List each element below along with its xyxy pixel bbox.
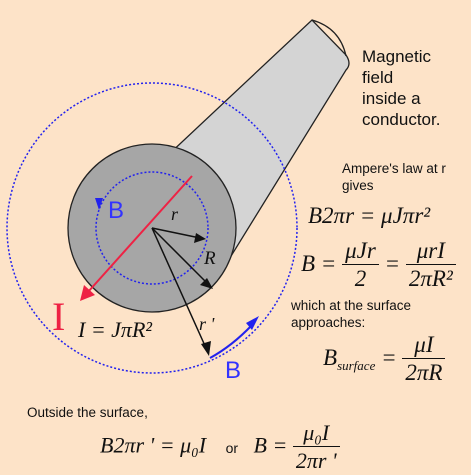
outer-field-arc [209, 324, 253, 359]
b-surface-numerator: μI [402, 332, 446, 359]
caption-line-1: Magnetic [362, 47, 431, 66]
b-surface-equation: Bsurface = μI 2πR [323, 332, 446, 387]
ampere-equation: B2πr = μJπr² [308, 203, 430, 229]
radius-r-prime-line [151, 227, 207, 349]
b-outside-denominator: 2πr ' [295, 448, 337, 473]
outer-field-line [6, 82, 298, 374]
b-outside-equation: B2πr ' = μ₀I or B = μ₀I 2πr ' [100, 420, 340, 475]
b-inside-equation: B = μJr 2 = μrI 2πR² [301, 238, 456, 293]
current-big-I-label: I [52, 294, 65, 339]
outer-field-label: B [225, 357, 241, 384]
caption-line-2: field [362, 68, 394, 87]
b-inside-fraction-2: μrI 2πR² [405, 238, 456, 293]
ampere-equation-text: B2πr = μJπr² [308, 203, 431, 228]
fraction-2-denominator: 2πR² [408, 266, 453, 291]
b-outside-fraction: μ₀I 2πr ' [292, 420, 340, 475]
outside-note: Outside the surface, [27, 405, 148, 420]
caption-line-4: conductor. [362, 110, 441, 129]
b-surface-fraction: μI 2πR [402, 332, 446, 387]
outer-field-arrowhead [246, 316, 259, 330]
b-surface-equals: = [381, 344, 397, 370]
cylinder-back-edge [311, 19, 347, 57]
b-outside-lhs: B = [253, 432, 288, 458]
b-surface-subscript: surface [337, 357, 376, 373]
or-connector: or [225, 439, 239, 456]
fraction-1-numerator: μJr [342, 238, 379, 265]
radius-R-label: R [203, 248, 216, 269]
radius-r-line [151, 227, 201, 239]
amperes-law-note: Ampere's law at r gives [342, 161, 446, 193]
fraction-2-numerator: μrI [405, 238, 456, 265]
fraction-1-denominator: 2 [354, 266, 367, 291]
radius-R-line [151, 227, 209, 285]
inner-field-line [95, 171, 209, 285]
b-inside-equals: = [384, 250, 401, 276]
surface-note: which at the surface approaches: [291, 298, 412, 330]
current-equation-text: I = JπR² [78, 317, 152, 342]
b-surface-lhs: B [323, 344, 338, 370]
b-inside-fraction-1: μJr 2 [342, 238, 379, 293]
b-outside-ampere: B2πr ' = μ₀I [100, 432, 207, 458]
caption-line-3: inside a [362, 89, 421, 108]
current-arrowhead [80, 285, 95, 301]
b-inside-lhs: B = [301, 250, 337, 276]
inner-field-label: B [108, 197, 124, 224]
radius-R-arrowhead [200, 278, 213, 289]
b-surface-denominator: 2πR [405, 360, 443, 385]
radius-r-arrowhead [194, 233, 206, 243]
current-equation: I = JπR² [78, 317, 152, 343]
b-outside-numerator: μ₀I [292, 420, 340, 447]
current-arrow-line [87, 175, 193, 293]
caption: Magnetic field inside a conductor. [362, 46, 440, 130]
radius-r-prime-arrowhead [201, 341, 211, 356]
inner-field-arrowhead [95, 198, 103, 210]
radius-r-label: r [171, 204, 179, 224]
radius-r-prime-label: r ' [199, 314, 216, 334]
